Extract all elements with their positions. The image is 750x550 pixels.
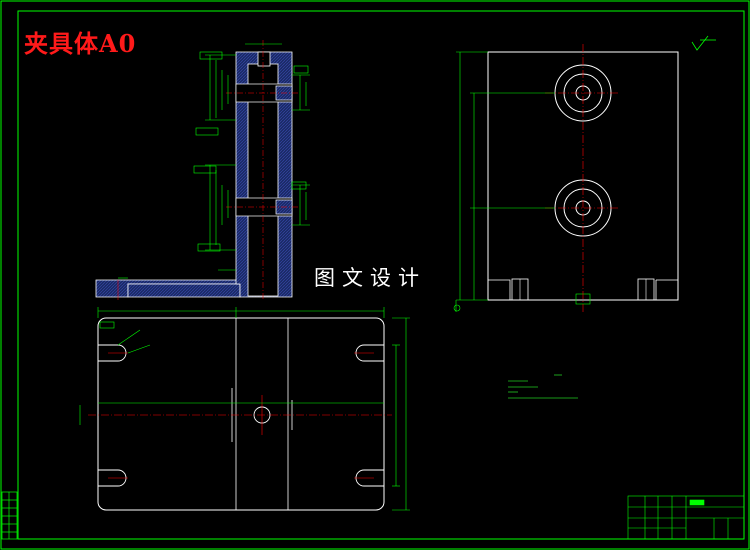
section-dimensions xyxy=(118,43,310,279)
plan-dimensions xyxy=(79,307,410,511)
plan-view xyxy=(88,317,392,511)
inner-frame xyxy=(17,10,745,540)
plan-base-plate xyxy=(97,317,385,511)
side-dimensions xyxy=(453,51,555,312)
drawing-title: 夹具体A0 xyxy=(24,29,137,58)
technical-notes xyxy=(508,374,578,399)
side-view xyxy=(487,44,679,312)
watermark-text: 图文设计 xyxy=(314,266,426,290)
title-block xyxy=(627,495,745,540)
section-view xyxy=(95,40,300,300)
surface-finish-icon xyxy=(691,35,716,51)
revision-strip xyxy=(1,491,18,540)
